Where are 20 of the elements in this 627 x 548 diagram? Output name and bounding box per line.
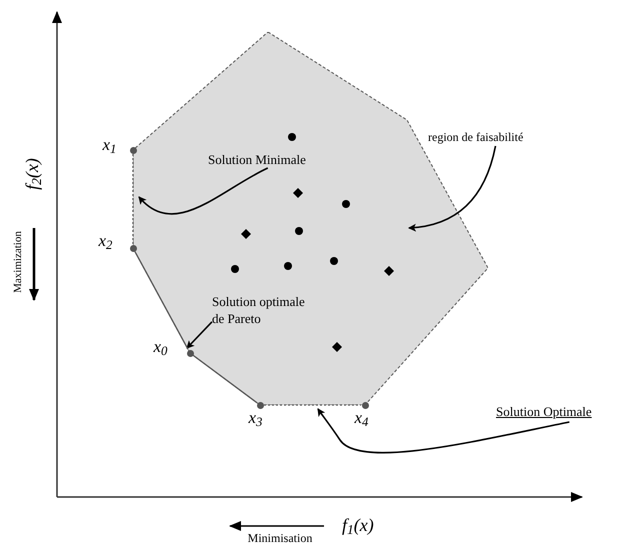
annotation-text: region de faisabilité [428, 128, 578, 146]
front-line [264, 404, 361, 406]
annotation-text: Solution optimale de Pareto [212, 293, 318, 329]
front-line [192, 354, 258, 404]
axis-label: Maximization [11, 230, 25, 295]
front-line [134, 251, 189, 350]
point-label: x$_{4}$ [354, 408, 368, 428]
curved-arrow [317, 408, 570, 454]
axis-label: Minimisation [246, 531, 314, 546]
point-label: x$_{2}$ [98, 230, 112, 250]
point-label: x$_{0}$ [154, 336, 168, 356]
curved-arrow [408, 146, 496, 232]
curved-arrow [186, 321, 213, 349]
front-line [132, 154, 134, 244]
axis-label: f$_{1}$(x) [342, 514, 375, 536]
curved-arrow [138, 167, 268, 214]
annotation-text: Solution Optimale [496, 402, 627, 422]
point-label: x$_{3}$ [248, 408, 262, 428]
annotation-text: Solution Minimale [208, 150, 323, 170]
point-label: x$_{1}$ [102, 134, 116, 154]
